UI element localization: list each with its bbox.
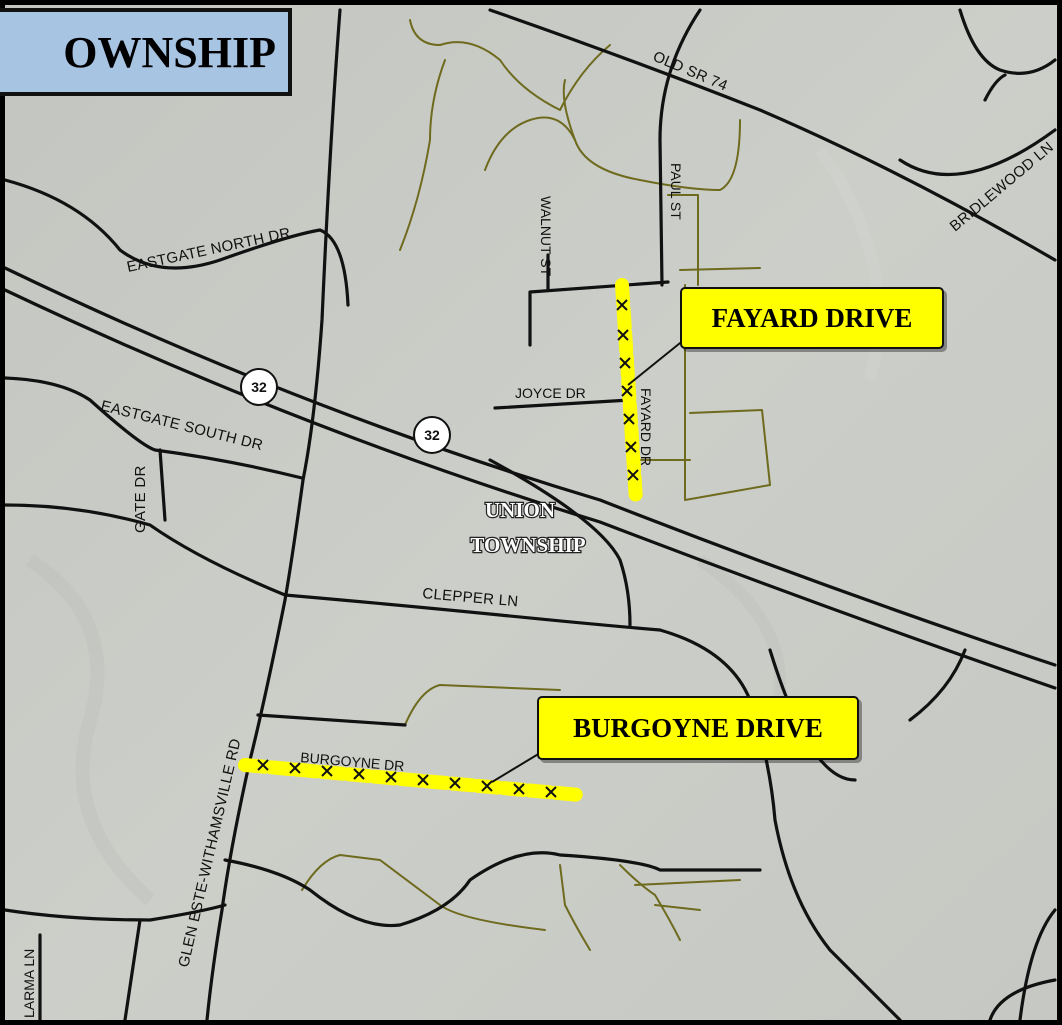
highway-32 — [3, 266, 1057, 690]
township-label-line-1: UNION — [485, 498, 555, 522]
map-title-box: OWNSHIP — [0, 8, 292, 96]
route-shield-32-west: 32 — [240, 368, 278, 406]
svg-text:32: 32 — [424, 427, 440, 443]
map-title: OWNSHIP — [63, 27, 276, 77]
fayard-drive-callout[interactable]: FAYARD DRIVE — [680, 287, 944, 349]
svg-text:32: 32 — [251, 379, 267, 395]
label-larma-ln: LARMA LN — [21, 949, 37, 1018]
trail-network — [301, 19, 771, 951]
fayard-drive-callout-label: FAYARD DRIVE — [711, 302, 913, 333]
road-network — [3, 8, 1057, 1022]
fayard-callout-leader — [627, 334, 691, 386]
map-background — [5, 5, 1057, 1020]
township-label-line-2: TOWNSHIP — [470, 533, 585, 557]
label-walnut-st: WALNUT ST — [538, 196, 554, 277]
burgoyne-callout-leader — [491, 749, 546, 783]
label-joyce-dr: JOYCE DR — [515, 385, 586, 401]
label-gate-dr: GATE DR — [132, 465, 149, 533]
label-paul-st: PAUL ST — [668, 163, 684, 220]
burgoyne-drive-callout[interactable]: BURGOYNE DRIVE — [537, 696, 859, 760]
burgoyne-drive-highlight[interactable] — [238, 758, 587, 802]
fayard-drive-highlight[interactable] — [615, 278, 643, 507]
burgoyne-drive-callout-label: BURGOYNE DRIVE — [573, 712, 823, 743]
route-shield-32-east: 32 — [413, 416, 451, 454]
label-fayard-dr: FAYARD DR — [638, 388, 654, 466]
